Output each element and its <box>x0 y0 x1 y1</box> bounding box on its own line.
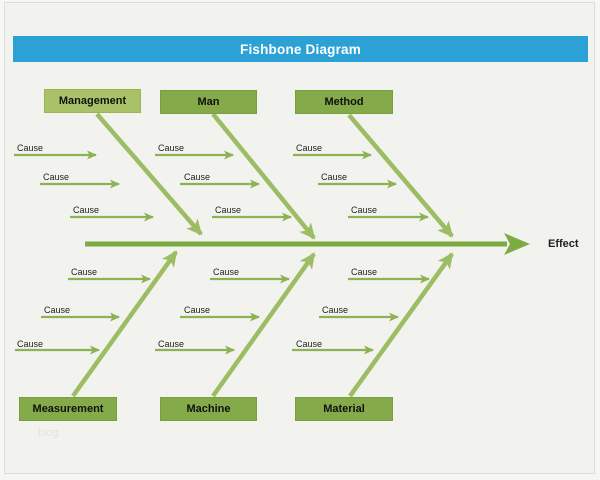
category-label-material: Material <box>323 403 365 415</box>
category-box-man: Man <box>160 90 257 114</box>
category-label-measurement: Measurement <box>32 403 104 415</box>
category-label-management: Management <box>58 95 127 107</box>
category-box-machine: Machine <box>160 397 257 421</box>
branch-arrows <box>71 112 454 398</box>
cause-label: Cause <box>296 143 323 153</box>
branch-man <box>211 112 316 240</box>
cause-label: Cause <box>351 267 378 277</box>
cause-arrows <box>14 150 430 355</box>
cause-label: Cause <box>44 305 71 315</box>
watermark: blog <box>38 427 59 439</box>
cause-label: Cause <box>322 305 349 315</box>
cause-label: Cause <box>158 143 185 153</box>
branch-material <box>348 252 454 398</box>
branch-machine <box>211 252 316 398</box>
cause-label: Cause <box>184 172 211 182</box>
category-box-measurement: Measurement <box>19 397 117 421</box>
category-box-material: Material <box>295 397 393 421</box>
category-label-method: Method <box>324 96 364 108</box>
category-label-machine: Machine <box>186 403 231 415</box>
cause-label: Cause <box>321 172 348 182</box>
cause-label: Cause <box>215 205 242 215</box>
cause-label: Cause <box>73 205 100 215</box>
spine-arrow <box>85 233 530 255</box>
effect-label: Effect <box>548 238 579 250</box>
cause-label: Cause <box>71 267 98 277</box>
cause-label: Cause <box>296 339 323 349</box>
diagram-title: Fishbone Diagram <box>240 41 361 57</box>
cause-label: Cause <box>17 143 44 153</box>
branch-method <box>347 113 454 238</box>
cause-label: Cause <box>213 267 240 277</box>
cause-label: Cause <box>184 305 211 315</box>
diagram-title-bar: Fishbone Diagram <box>13 36 588 62</box>
cause-label: Cause <box>17 339 44 349</box>
branch-management <box>95 112 203 236</box>
category-box-method: Method <box>295 90 393 114</box>
branch-measurement <box>71 250 178 398</box>
category-box-management: Management <box>44 89 141 113</box>
cause-label: Cause <box>43 172 70 182</box>
category-label-man: Man <box>197 96 220 108</box>
cause-label: Cause <box>158 339 185 349</box>
cause-label: Cause <box>351 205 378 215</box>
